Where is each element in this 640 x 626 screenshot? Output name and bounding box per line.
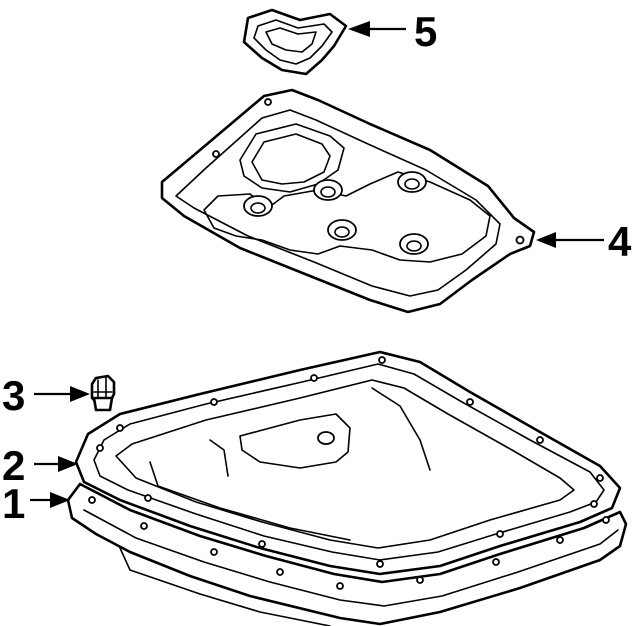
callout-1: 1 bbox=[2, 480, 70, 527]
part-2-pan-gasket bbox=[74, 350, 622, 576]
callout-number-3: 3 bbox=[2, 372, 25, 419]
callout-number-4: 4 bbox=[608, 218, 632, 265]
part-5-seal bbox=[242, 8, 348, 76]
filter-hole bbox=[313, 179, 343, 201]
callout-number-2: 2 bbox=[2, 442, 25, 489]
filter-hole bbox=[397, 171, 427, 193]
part-4-filter-plate bbox=[160, 88, 536, 314]
filter-hole bbox=[399, 233, 429, 255]
callout-5: 5 bbox=[348, 8, 437, 55]
callout-3: 3 bbox=[2, 372, 90, 419]
callout-2: 2 bbox=[2, 442, 78, 489]
part-1-oil-pan bbox=[66, 379, 628, 626]
callout-number-5: 5 bbox=[414, 8, 437, 55]
part-3-drain-plug bbox=[90, 374, 116, 412]
filter-hole bbox=[243, 195, 273, 217]
callout-4: 4 bbox=[536, 218, 632, 265]
callout-number-1: 1 bbox=[2, 480, 25, 527]
filter-hole bbox=[327, 219, 357, 241]
